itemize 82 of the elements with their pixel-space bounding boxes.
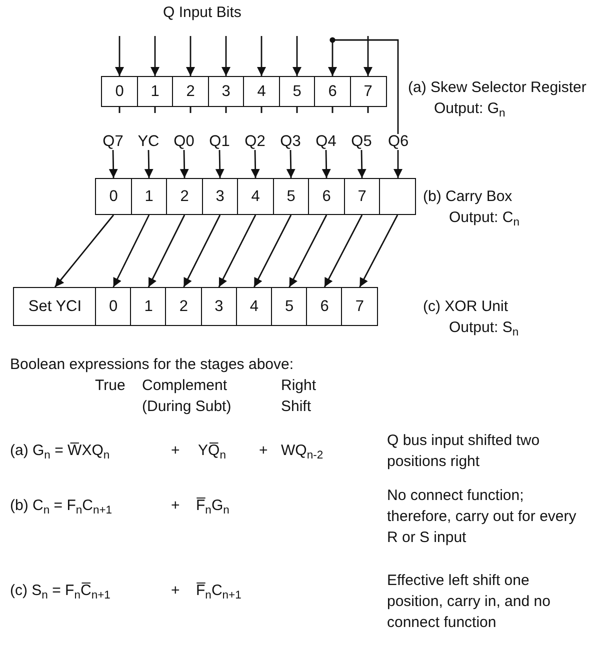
equation-term: F̅$_{n}$C$_{n+1}$ [196,581,242,601]
signal-label: Q0 [167,134,201,150]
description: Effective left shift one position, carry in, and no connect function [387,571,552,633]
arrow [328,40,337,76]
arrow [292,36,302,76]
stage-caption: (c) XOR Unit Output: S$_{n}$ [423,297,520,338]
bit-cell: 5 [272,178,310,215]
column-heading: Right Shift [281,376,318,417]
bit-cell: 4 [236,287,272,326]
arrow [112,214,150,288]
signal-label: YC [132,134,166,150]
arrow [108,150,118,178]
arrow [115,36,124,76]
signal-label: Q2 [238,134,272,150]
equation-term: YQ̅$_{n}$ [198,441,226,461]
stage-caption: (b) Carry Box Output: C$_{n}$ [423,187,520,228]
arrow [254,214,292,288]
bit-cell: 1 [130,178,168,215]
bit-cell: 4 [237,178,274,215]
operator: + [171,581,180,601]
arrow [183,214,221,288]
bit-cell: 3 [208,76,244,107]
bit-cell: 6 [308,178,345,215]
column-heading: True [95,376,126,396]
bit-cell: 1 [136,76,174,107]
arrow [332,39,402,178]
bit-cell: 0 [101,76,138,107]
arrow [357,150,366,178]
arrow [250,150,260,178]
arrow [359,214,398,288]
bit-cell: 3 [202,178,238,215]
arrow [364,36,372,76]
stage-caption: (a) Skew Selector Register Output: G$_{n}$ [408,78,588,119]
arrow [186,36,195,76]
arrow [324,214,363,288]
bit-cell: 1 [130,287,167,326]
operator: + [259,441,268,461]
arrow [150,36,160,76]
arrow [288,214,328,288]
arrow [54,214,114,288]
bit-cell: 6 [306,287,343,326]
signal-label: Q5 [344,134,378,150]
equation-term: WQ$_{n-2}$ [281,441,324,461]
description: Q bus input shifted two positions right [387,431,541,472]
bit-cell: 5 [278,76,316,107]
bit-cell: 7 [341,287,378,326]
arrow [257,36,266,76]
description: No connect function; therefore, carry out for every R or S input [387,486,578,548]
bit-cell: 2 [166,178,203,215]
operator: + [171,496,180,516]
arrow [180,150,189,178]
edge-label: Q6 [387,134,410,150]
equation-term: F̅$_{n}$G$_{n}$ [196,496,230,516]
bit-cell: 5 [271,287,308,326]
arrow [322,150,331,178]
equation: (b) C$_{n}$ = F$_{n}$C$_{n+1}$ [10,496,112,516]
bit-cell: 0 [95,178,132,215]
bit-cell: 6 [314,76,351,107]
arrow [148,214,186,288]
operator: + [171,441,180,461]
equation: (c) S$_{n}$ = F$_{n}$C̅$_{n+1}$ [10,581,110,601]
heading: Q Input Bits [163,3,242,23]
bit-cell: 7 [344,178,380,215]
column-heading: Complement (During Subt) [142,376,232,417]
arrow [222,36,230,76]
signal-label: Q4 [309,134,343,150]
signal-label: Q7 [96,134,130,150]
bit-cell: Set YCI [13,287,97,326]
bit-cell: 7 [350,76,386,107]
equation: (a) G$_{n}$ = W̅XQ$_{n}$ [10,441,110,461]
arrow [218,214,256,288]
bit-cell: 4 [243,76,280,107]
bit-cell: 0 [95,287,132,326]
arrow [286,150,296,178]
arrow [144,150,154,178]
section-heading: Boolean expressions for the stages above: [10,355,294,375]
bit-cell: 2 [165,287,202,326]
arrow [215,150,224,178]
bit-cell: 2 [172,76,209,107]
signal-label: Q3 [274,134,308,150]
bit-cell: 3 [200,287,238,326]
signal-label: Q1 [202,134,236,150]
